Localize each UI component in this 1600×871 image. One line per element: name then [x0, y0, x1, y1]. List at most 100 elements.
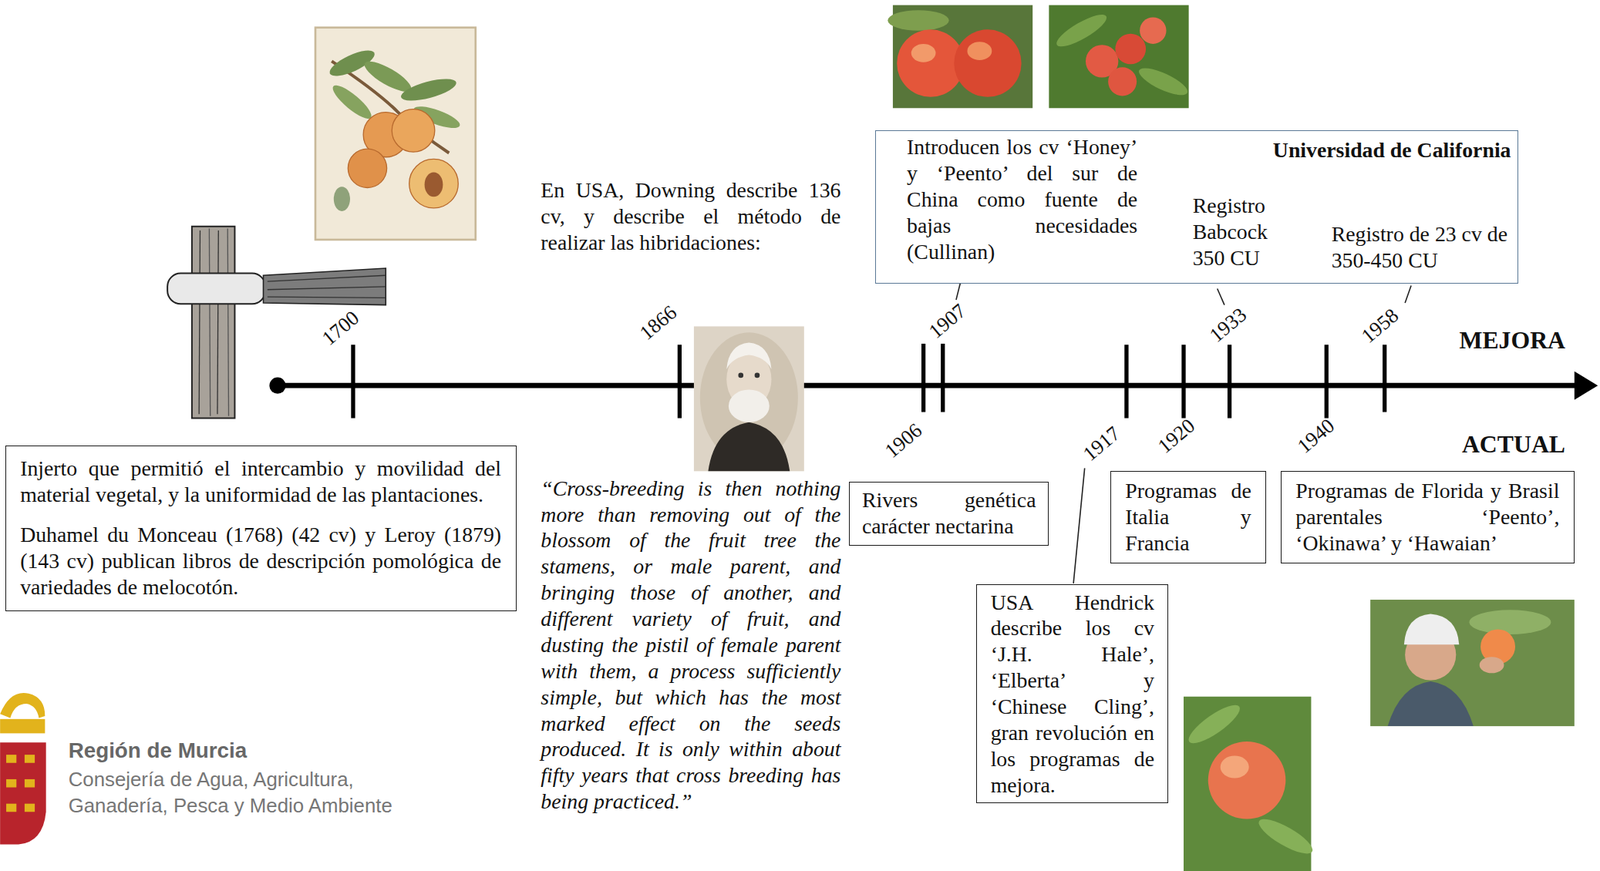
tick-mark-part	[350, 344, 355, 418]
label-slot: 1920	[1152, 413, 1201, 460]
portrait-photo-part	[737, 373, 744, 379]
peach-photo-part	[1114, 33, 1146, 65]
tick-mark-part	[921, 343, 926, 413]
peach-plate-part	[409, 158, 459, 209]
description-text: En USA, Downing describe 136 cv, y descr…	[540, 177, 841, 256]
peach-photo	[1183, 697, 1318, 871]
peach-photo-part	[1135, 63, 1191, 101]
label-slot: 1700	[316, 305, 365, 352]
region-logo-part	[0, 719, 45, 735]
peach-plate-part	[315, 27, 476, 240]
graft-illustration-part	[267, 296, 386, 298]
label-slot: 1866	[633, 300, 682, 347]
timeline-axis-part	[277, 383, 1578, 389]
box-text: Programas de Florida y Brasil parentales…	[1295, 478, 1560, 557]
year-label: 1907	[923, 298, 972, 345]
quote-text: “Cross-breeding is then nothing more tha…	[540, 475, 841, 816]
portrait-photo-part	[726, 343, 772, 370]
grower-photo-part	[1479, 656, 1505, 674]
peach-photo-part	[1208, 741, 1287, 820]
peach-plate-part	[424, 172, 444, 198]
label-slot: 1958	[1356, 303, 1405, 350]
box-text: Programas de Italia y Francia	[1125, 478, 1251, 557]
graft-illustration-part	[198, 230, 200, 415]
peach-photo	[1048, 5, 1191, 109]
peach-photo	[887, 5, 1033, 109]
year-label: 1700	[316, 305, 365, 352]
tick-mark-part	[1181, 344, 1186, 418]
portrait-photo-part	[754, 373, 761, 379]
institution-name: Consejería de Agua, Agricultura, Ganader…	[68, 766, 436, 820]
label-slot: 1907	[923, 298, 972, 345]
leader-line-part	[1073, 468, 1085, 584]
region-logo-part	[24, 804, 35, 813]
graft-illustration-part	[192, 226, 236, 419]
grower-photo-part	[1469, 609, 1552, 635]
box-text: Injerto que permitió el intercambio y mo…	[20, 455, 502, 509]
info-box: Injerto que permitió el intercambio y mo…	[5, 445, 517, 612]
graft-illustration-part	[267, 275, 386, 282]
tick-mark-part	[1227, 344, 1232, 418]
box-text: Registro de 23 cv de 350-450 CU	[1331, 221, 1516, 274]
timeline-axis	[269, 371, 1598, 401]
event-box: Programas de Florida y Brasil parentales…	[1280, 471, 1575, 564]
label-slot: ACTUAL	[1461, 431, 1566, 459]
box-text: Rivers genética carácter nectarina	[862, 487, 1037, 540]
timeline-axis-part	[269, 377, 286, 395]
graft-illustration-part	[227, 228, 229, 416]
timeline-axis-part	[1574, 371, 1598, 401]
region-logo-part	[0, 742, 47, 845]
region-logo-part	[6, 804, 17, 813]
peach-photo-part	[967, 41, 993, 61]
tick-mark-part	[1382, 344, 1387, 412]
region-logo	[0, 693, 47, 846]
text-slot: Registro Babcock 350 CU	[1192, 192, 1300, 272]
peach-plate-part	[333, 186, 351, 212]
peach-photo-part	[887, 10, 949, 31]
tick-mark-part	[1324, 344, 1329, 418]
peach-photo-part	[1183, 699, 1245, 750]
portrait-photo-part	[693, 326, 805, 472]
box-heading: Universidad de California	[1222, 137, 1511, 164]
text-slot: Universidad de California	[1222, 137, 1511, 164]
box-text: USA Hendrick describe los cv ‘J.H. Hale’…	[990, 589, 1155, 799]
year-label: 1940	[1292, 413, 1341, 460]
label-slot: 1917	[1077, 421, 1126, 468]
label-slot: Región de Murcia	[68, 737, 406, 765]
tick-mark-part	[677, 344, 682, 418]
graft-illustration-part	[263, 268, 387, 306]
leader-line-part	[1404, 285, 1412, 303]
peach-plate	[315, 27, 476, 240]
year-label: 1917	[1077, 421, 1126, 468]
text-slot: Introducen los cv ‘Honey’ y ‘Peento’ del…	[906, 134, 1138, 265]
year-label: 1933	[1204, 302, 1253, 349]
peach-photo-part	[1139, 16, 1166, 44]
leader-line-part	[1217, 288, 1225, 305]
grower-photo-part	[1370, 599, 1575, 727]
institution-name: Región de Murcia	[68, 737, 406, 765]
region-logo-part	[6, 754, 17, 764]
label-slot: 1933	[1204, 302, 1253, 349]
peach-photo-part	[911, 43, 937, 63]
box-text: Introducen los cv ‘Honey’ y ‘Peento’ del…	[906, 134, 1138, 265]
peach-photo-part	[953, 29, 1021, 97]
label-slot: “Cross-breeding is then nothing more tha…	[540, 475, 841, 816]
year-label: 1866	[633, 300, 682, 347]
peach-photo-part	[1254, 813, 1318, 860]
peach-plate-part	[398, 74, 459, 106]
region-logo-part	[24, 779, 35, 789]
graft-illustration	[167, 226, 386, 419]
grower-photo	[1370, 599, 1575, 727]
grower-photo-part	[1387, 681, 1474, 727]
institution-box: Universidad de California Introducen los …	[875, 130, 1519, 284]
tick-mark	[353, 343, 1385, 419]
region-logo-part	[0, 693, 45, 719]
peach-plate-part	[391, 109, 435, 153]
box-text: Duhamel du Monceau (1768) (42 cv) y Lero…	[20, 522, 502, 601]
year-label: 1906	[879, 417, 928, 465]
portrait-photo-part	[707, 422, 790, 472]
event-box: Programas de Italia y Francia	[1110, 471, 1267, 564]
label-slot: MEJORA	[1458, 327, 1566, 354]
label-slot: En USA, Downing describe 136 cv, y descr…	[540, 177, 841, 256]
